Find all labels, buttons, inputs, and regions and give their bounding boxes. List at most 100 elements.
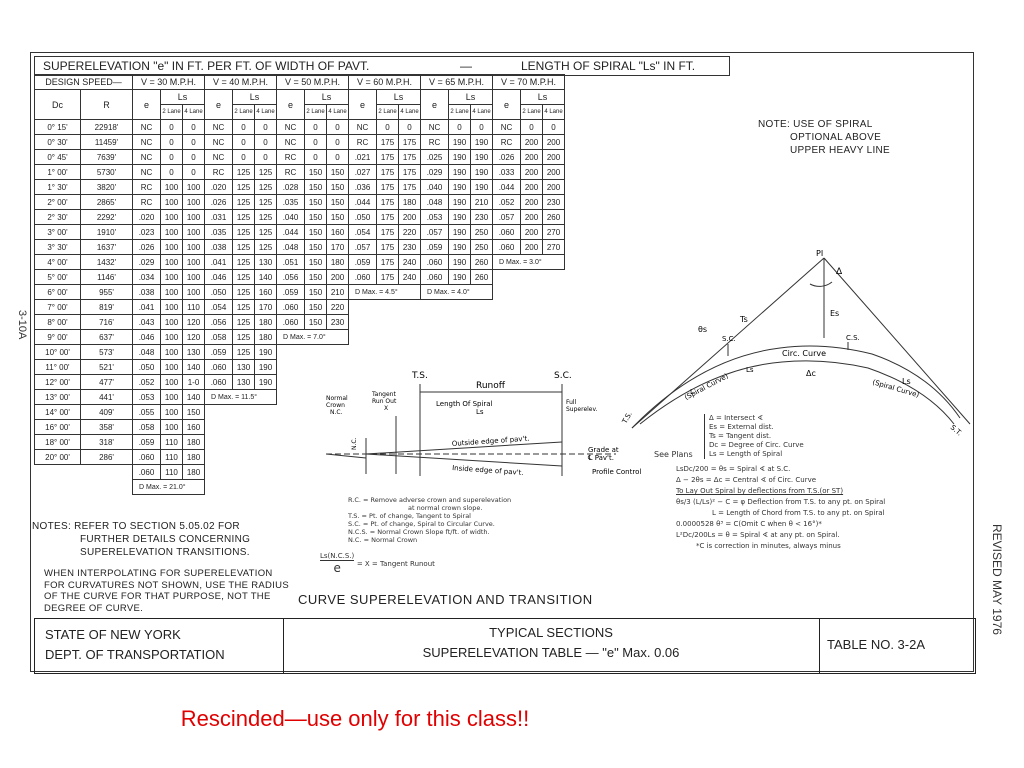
ls-value-cell: 250 [470, 224, 493, 240]
empty-cell [233, 450, 255, 465]
empty-cell [521, 300, 543, 315]
ls-value-cell: 240 [398, 269, 421, 285]
e-value-cell: RC [348, 134, 377, 150]
title-block: STATE OF NEW YORK DEPT. OF TRANSPORTATIO… [34, 618, 976, 674]
empty-cell [493, 345, 521, 360]
e-value-cell: NC [132, 149, 161, 165]
speed-header: V = 60 M.P.H. [348, 74, 421, 90]
e-value-cell: .044 [276, 224, 305, 240]
ls-value-cell: 0 [398, 119, 421, 135]
e-value-cell: .058 [204, 329, 233, 345]
ls-value-cell: 180 [254, 329, 277, 345]
ls-value-cell: 125 [232, 179, 255, 195]
e-value-cell: NC [348, 119, 377, 135]
legend-line: N.C. = Normal Crown [348, 536, 418, 544]
empty-cell [277, 450, 305, 465]
lane-4-header: 4 Lane [398, 104, 421, 120]
e-value-cell: .056 [204, 314, 233, 330]
empty-cell [305, 435, 327, 450]
profile-legend: R.C. = Remove adverse crown and superele… [348, 496, 608, 544]
e-value-cell: .048 [420, 194, 449, 210]
e-value-cell: .056 [276, 269, 305, 285]
empty-cell [81, 465, 133, 480]
ls-value-cell: 100 [160, 389, 183, 405]
e-value-cell: .029 [132, 254, 161, 270]
profile-length-spiral: Ls [476, 408, 484, 416]
profile-control: Profile Control [592, 468, 641, 476]
speed-header: V = 65 M.P.H. [420, 74, 493, 90]
empty-cell [421, 345, 449, 360]
ls-value-cell: 120 [182, 314, 205, 330]
drawing-sheet: SUPERELEVATION "e" IN FT. PER FT. OF WID… [30, 52, 976, 674]
revised-date-side: REVISED MAY 1976 [990, 524, 1004, 635]
empty-cell [543, 315, 565, 330]
radius-cell: 716' [80, 314, 133, 330]
ls-value-cell: 175 [398, 179, 421, 195]
ls-value-cell: 100 [182, 239, 205, 255]
def-line: Dc = Degree of Circ. Curve [709, 441, 804, 449]
e-value-cell: .060 [132, 464, 161, 480]
ls-value-cell: 100 [182, 179, 205, 195]
ls-value-cell: 160 [182, 419, 205, 435]
ls-value-cell: 125 [232, 299, 255, 315]
e-value-cell: .025 [420, 149, 449, 165]
ls-value-cell: 0 [182, 164, 205, 180]
geom-theta: θs [698, 325, 707, 334]
col-e-header: e [348, 89, 377, 120]
dc-cell: 14° 00' [34, 404, 81, 420]
ls-value-cell: 100 [160, 194, 183, 210]
e-value-cell: .058 [132, 419, 161, 435]
dc-cell: 9° 00' [34, 329, 81, 345]
title-block-agency: STATE OF NEW YORK DEPT. OF TRANSPORTATIO… [35, 619, 284, 673]
col-ls-header: Ls [448, 89, 493, 105]
empty-cell [521, 345, 543, 360]
profile-grade-at: Grade at [588, 446, 619, 454]
dc-cell: 20° 00' [34, 449, 81, 465]
profile-inside-edge: Inside edge of pav't. [452, 464, 524, 476]
ls-value-cell: 150 [304, 209, 327, 225]
e-value-cell: .038 [204, 239, 233, 255]
empty-cell [255, 420, 277, 435]
ls-value-cell: 0 [304, 119, 327, 135]
ls-value-cell: 100 [160, 269, 183, 285]
ls-value-cell: 0 [160, 134, 183, 150]
ls-value-cell: 230 [326, 314, 349, 330]
empty-cell [205, 435, 233, 450]
ls-value-cell: 100 [160, 314, 183, 330]
profile-nc: N.C. [351, 437, 358, 450]
empty-cell [277, 405, 305, 420]
empty-cell [205, 405, 233, 420]
e-value-cell: .048 [276, 239, 305, 255]
ls-value-cell: 100 [160, 404, 183, 420]
ls-value-cell: 220 [326, 299, 349, 315]
ls-value-cell: 125 [232, 194, 255, 210]
superelevation-table-title: SUPERELEVATION TABLE — "e" Max. 0.06 [422, 645, 680, 660]
ls-value-cell: 210 [470, 194, 493, 210]
empty-cell [277, 375, 305, 390]
ls-value-cell: 170 [326, 239, 349, 255]
empty-cell [521, 480, 543, 495]
empty-cell [449, 315, 471, 330]
radius-cell: 2865' [80, 194, 133, 210]
ls-value-cell: 200 [542, 179, 565, 195]
def-line: Ls = Length of Spiral [709, 450, 783, 458]
ls-value-cell: 190 [448, 239, 471, 255]
ls-value-cell: 0 [182, 119, 205, 135]
dc-cell: 3° 00' [34, 224, 81, 240]
empty-cell [205, 420, 233, 435]
dc-cell: 2° 30' [34, 209, 81, 225]
empty-cell [305, 345, 327, 360]
empty-cell [493, 285, 521, 300]
empty-cell [399, 330, 421, 345]
empty-cell [421, 480, 449, 495]
rescinded-caption: Rescinded—use only for this class!! [180, 706, 530, 731]
e-value-cell: .051 [276, 254, 305, 270]
ls-value-cell: 125 [232, 239, 255, 255]
empty-cell [35, 465, 81, 480]
empty-cell [205, 450, 233, 465]
e-value-cell: NC [204, 119, 233, 135]
ls-value-cell: 0 [160, 164, 183, 180]
table-title-bar: SUPERELEVATION "e" IN FT. PER FT. OF WID… [34, 56, 730, 76]
empty-cell [449, 345, 471, 360]
e-value-cell: .026 [204, 194, 233, 210]
